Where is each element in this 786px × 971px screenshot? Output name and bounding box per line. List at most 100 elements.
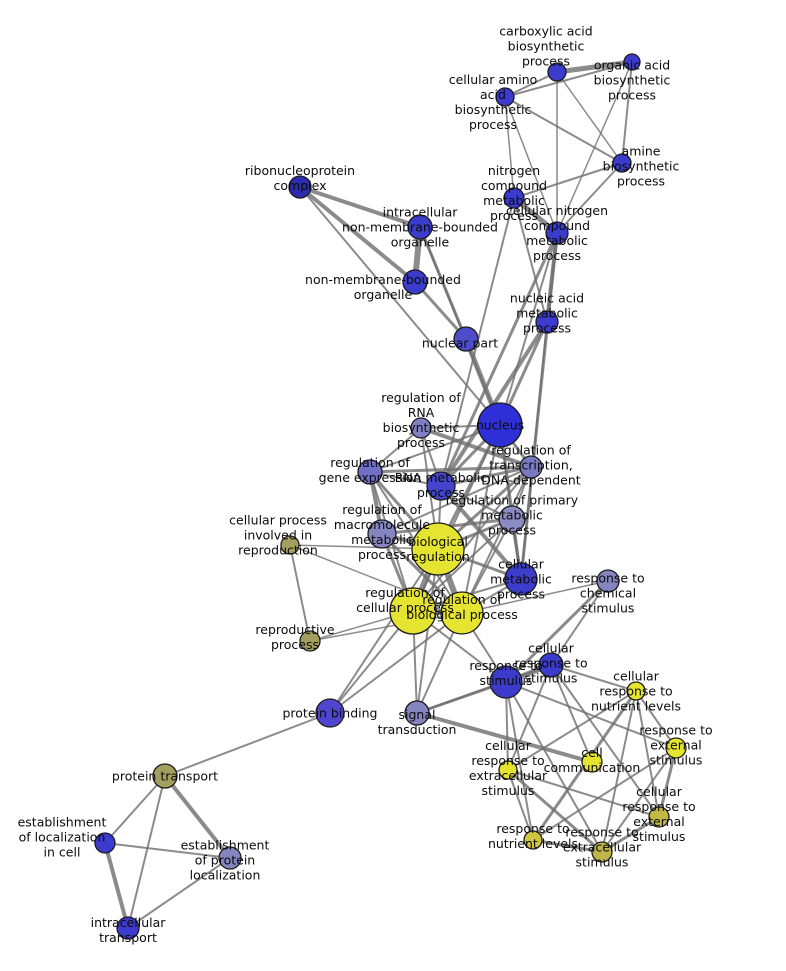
edge-cell_resp_nutrient--cell_resp_external	[635, 690, 660, 818]
edge-ribo--nmb	[298, 185, 417, 284]
edge-protein_transport--intra_transport	[127, 775, 166, 929]
edge-est_local_cell--intra_transport	[103, 841, 130, 930]
edge-signal_transduction--bio_regulation	[416, 548, 439, 714]
edge-protein_binding--bio_regulation	[329, 548, 439, 714]
node-nitrogen_comp[interactable]	[503, 187, 525, 209]
edge-ribo--intra_nmb	[298, 185, 422, 229]
edge-organic--amine	[621, 61, 633, 164]
node-cell_proc_repro[interactable]	[280, 535, 300, 555]
node-cell_comm[interactable]	[581, 751, 603, 773]
edge-cell_amino--amine	[504, 96, 623, 164]
edge-nucleus--reg_gene_expr	[369, 424, 501, 473]
edge-protein_transport--est_protein_local	[163, 774, 232, 860]
edge-resp_chemical--resp_stimulus	[504, 579, 610, 684]
node-cell_nitrogen[interactable]	[545, 221, 569, 245]
edge-cell_resp_stimulus--cell_resp_nutrient	[550, 664, 637, 692]
node-amine[interactable]	[612, 153, 632, 173]
node-reg_biological[interactable]	[440, 591, 484, 635]
node-resp_external[interactable]	[665, 737, 687, 759]
edge-resp_stimulus--resp_nutrient	[505, 681, 534, 841]
node-nuclear_part[interactable]	[453, 326, 479, 352]
node-rna_metabolic[interactable]	[426, 471, 456, 501]
node-reg_primary[interactable]	[498, 505, 526, 533]
edge-resp_external--resp_extracell	[601, 747, 677, 853]
node-carboxylic[interactable]	[547, 62, 567, 82]
edge-carboxylic--amine	[556, 71, 623, 164]
edge-cell_resp_nutrient--resp_extracell	[601, 690, 637, 853]
edge-protein_binding--reg_biological	[329, 612, 463, 714]
edge-resp_stimulus--resp_external	[505, 681, 677, 749]
node-reg_cellular[interactable]	[389, 587, 437, 635]
node-organic[interactable]	[623, 53, 641, 71]
node-cell_resp_extracell[interactable]	[498, 760, 518, 780]
node-layer	[94, 53, 687, 940]
node-reg_rna_biosyn[interactable]	[410, 417, 432, 439]
edge-carboxylic--organic	[554, 59, 635, 75]
edge-cell_comm--signal_transduction	[415, 711, 594, 764]
edge-reg_rna_biosyn--reg_transcription	[419, 426, 533, 469]
node-est_local_cell[interactable]	[94, 832, 116, 854]
edge-cell_resp_stimulus--cell_resp_extracell	[507, 664, 552, 771]
edge-cell_resp_external--resp_extracell	[600, 815, 661, 854]
node-resp_extracell[interactable]	[591, 841, 613, 863]
edge-nucleus--reg_biological	[461, 424, 501, 614]
node-reg_macromol[interactable]	[367, 519, 397, 549]
node-intra_transport[interactable]	[116, 916, 140, 940]
edge-cell_proc_repro--repro_process	[289, 544, 311, 642]
edge-protein_transport--est_local_cell	[104, 775, 166, 844]
edge-reg_transcription--reg_biological	[461, 466, 532, 614]
node-resp_nutrient[interactable]	[523, 830, 543, 850]
node-reg_transcription[interactable]	[519, 455, 543, 479]
edge-cell_resp_extracell--cell_resp_external	[507, 769, 660, 818]
node-ribo[interactable]	[288, 175, 312, 199]
node-reg_gene_expr[interactable]	[357, 459, 383, 485]
edge-cell_amino--cell_nitrogen	[504, 96, 558, 234]
node-repro_process[interactable]	[299, 630, 321, 652]
node-nucleus[interactable]	[477, 402, 523, 448]
edge-cell_resp_stimulus--cell_comm	[550, 664, 593, 763]
node-resp_stimulus[interactable]	[489, 665, 523, 699]
node-cell_metabolic[interactable]	[504, 562, 538, 596]
edge-nitrogen_comp--nucleic_acid	[513, 197, 548, 323]
edge-reg_transcription--rna_metabolic	[439, 465, 533, 488]
edge-layer	[103, 59, 678, 930]
edge-protein_binding--protein_transport	[164, 712, 331, 777]
edge-reg_transcription--reg_gene_expr	[368, 465, 533, 474]
node-intra_nmb[interactable]	[407, 214, 433, 240]
edge-cell_resp_extracell--resp_extracell	[506, 768, 604, 854]
edge-resp_chemical--reg_biological	[461, 580, 609, 614]
edge-cell_resp_nutrient--resp_external	[635, 690, 677, 749]
edge-cell_nitrogen--rna_metabolic	[439, 231, 559, 488]
edge-resp_external--cell_resp_external	[657, 746, 678, 819]
node-cell_resp_stimulus[interactable]	[538, 652, 564, 678]
node-cell_resp_external[interactable]	[648, 806, 670, 828]
node-est_protein_local[interactable]	[218, 846, 242, 870]
node-protein_binding[interactable]	[315, 698, 345, 728]
node-resp_chemical[interactable]	[596, 569, 620, 593]
node-nucleic_acid[interactable]	[535, 310, 559, 334]
node-nmb[interactable]	[402, 269, 428, 295]
edge-amine--nitrogen_comp	[513, 162, 623, 199]
edge-est_protein_local--intra_transport	[127, 857, 231, 929]
edge-organic--cell_amino	[504, 61, 633, 98]
node-signal_transduction[interactable]	[404, 700, 430, 726]
node-protein_transport[interactable]	[152, 763, 178, 789]
node-bio_regulation[interactable]	[411, 522, 465, 576]
edge-resp_stimulus--resp_extracell	[505, 681, 603, 853]
edge-est_local_cell--est_protein_local	[104, 842, 231, 859]
edge-resp_chemical--cell_resp_stimulus	[550, 580, 609, 666]
edge-amine--cell_nitrogen	[556, 162, 623, 234]
edge-nmb--nuclear_part	[413, 280, 468, 341]
edge-nucleic_acid--cell_metabolic	[520, 321, 548, 580]
node-cell_amino[interactable]	[495, 87, 515, 107]
edge-resp_external--resp_nutrient	[532, 747, 677, 841]
edge-reg_transcription--reg_macromol	[381, 466, 532, 535]
node-cell_resp_nutrient[interactable]	[626, 681, 646, 701]
